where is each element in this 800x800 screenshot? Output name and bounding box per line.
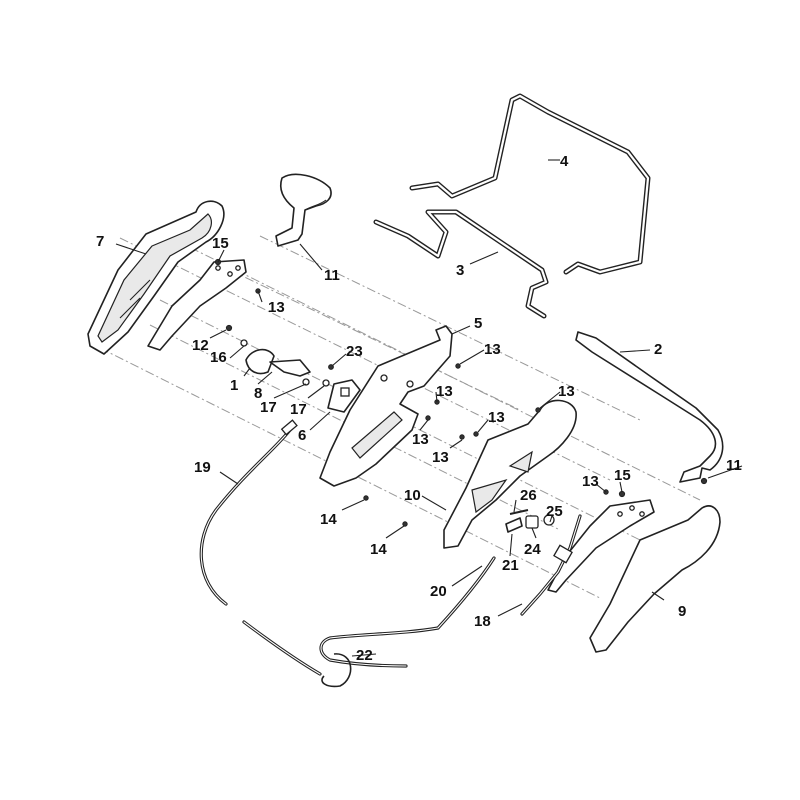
callout-labels: 1 2 3 4 5 6 7 8 9 10 11 11 12 13 13 13 1… bbox=[96, 153, 742, 664]
callout-21: 21 bbox=[502, 557, 519, 574]
callout-10: 10 bbox=[404, 487, 421, 504]
leader-lines bbox=[115, 159, 743, 657]
middle-cable bbox=[319, 556, 496, 668]
callout-13-f: 13 bbox=[488, 409, 505, 426]
callout-9: 9 bbox=[678, 603, 686, 620]
callout-3: 3 bbox=[456, 262, 464, 279]
callout-13-a: 13 bbox=[268, 299, 285, 316]
callout-17-b: 17 bbox=[290, 401, 307, 418]
left-side-cover bbox=[87, 200, 225, 355]
callout-13-c: 13 bbox=[558, 383, 575, 400]
callout-11-right: 11 bbox=[726, 457, 742, 474]
left-inner-bracket bbox=[147, 259, 247, 351]
lower-panel bbox=[443, 399, 577, 549]
grip-arm-right bbox=[575, 331, 724, 483]
callout-22: 22 bbox=[356, 647, 373, 664]
callout-15-b: 15 bbox=[614, 467, 631, 484]
callout-7: 7 bbox=[96, 233, 104, 250]
callout-12: 12 bbox=[192, 337, 209, 354]
callout-17-a: 17 bbox=[260, 399, 277, 416]
upper-panel bbox=[319, 325, 453, 487]
callout-1: 1 bbox=[230, 377, 238, 394]
callout-20: 20 bbox=[430, 583, 447, 600]
control-bail bbox=[373, 209, 549, 319]
control-rod bbox=[520, 514, 582, 616]
callout-13-h: 13 bbox=[582, 473, 599, 490]
callout-23: 23 bbox=[346, 343, 363, 360]
callout-11-top: 11 bbox=[324, 267, 340, 284]
callout-6: 6 bbox=[298, 427, 306, 444]
long-cable bbox=[199, 419, 322, 676]
right-side-cover bbox=[589, 505, 721, 653]
callout-13-b: 13 bbox=[484, 341, 501, 358]
callout-24: 24 bbox=[524, 541, 541, 558]
callout-15-a: 15 bbox=[212, 235, 229, 252]
callout-13-e: 13 bbox=[412, 431, 429, 448]
callout-4: 4 bbox=[560, 153, 569, 170]
grip-arm-left bbox=[275, 173, 332, 247]
small-parts bbox=[214, 258, 708, 533]
upper-handle-bar bbox=[409, 93, 651, 275]
callout-2: 2 bbox=[654, 341, 662, 358]
callout-5: 5 bbox=[474, 315, 482, 332]
right-inner-bracket bbox=[547, 499, 655, 593]
cable-clip bbox=[321, 653, 352, 688]
callout-16: 16 bbox=[210, 349, 227, 366]
callout-13-g: 13 bbox=[432, 449, 449, 466]
callout-14-a: 14 bbox=[320, 511, 337, 528]
callout-14-b: 14 bbox=[370, 541, 387, 558]
callout-25: 25 bbox=[546, 503, 563, 520]
callout-8: 8 bbox=[254, 385, 262, 402]
callout-26: 26 bbox=[520, 487, 537, 504]
callout-13-d: 13 bbox=[436, 383, 453, 400]
callout-19: 19 bbox=[194, 459, 211, 476]
callout-18: 18 bbox=[474, 613, 491, 630]
